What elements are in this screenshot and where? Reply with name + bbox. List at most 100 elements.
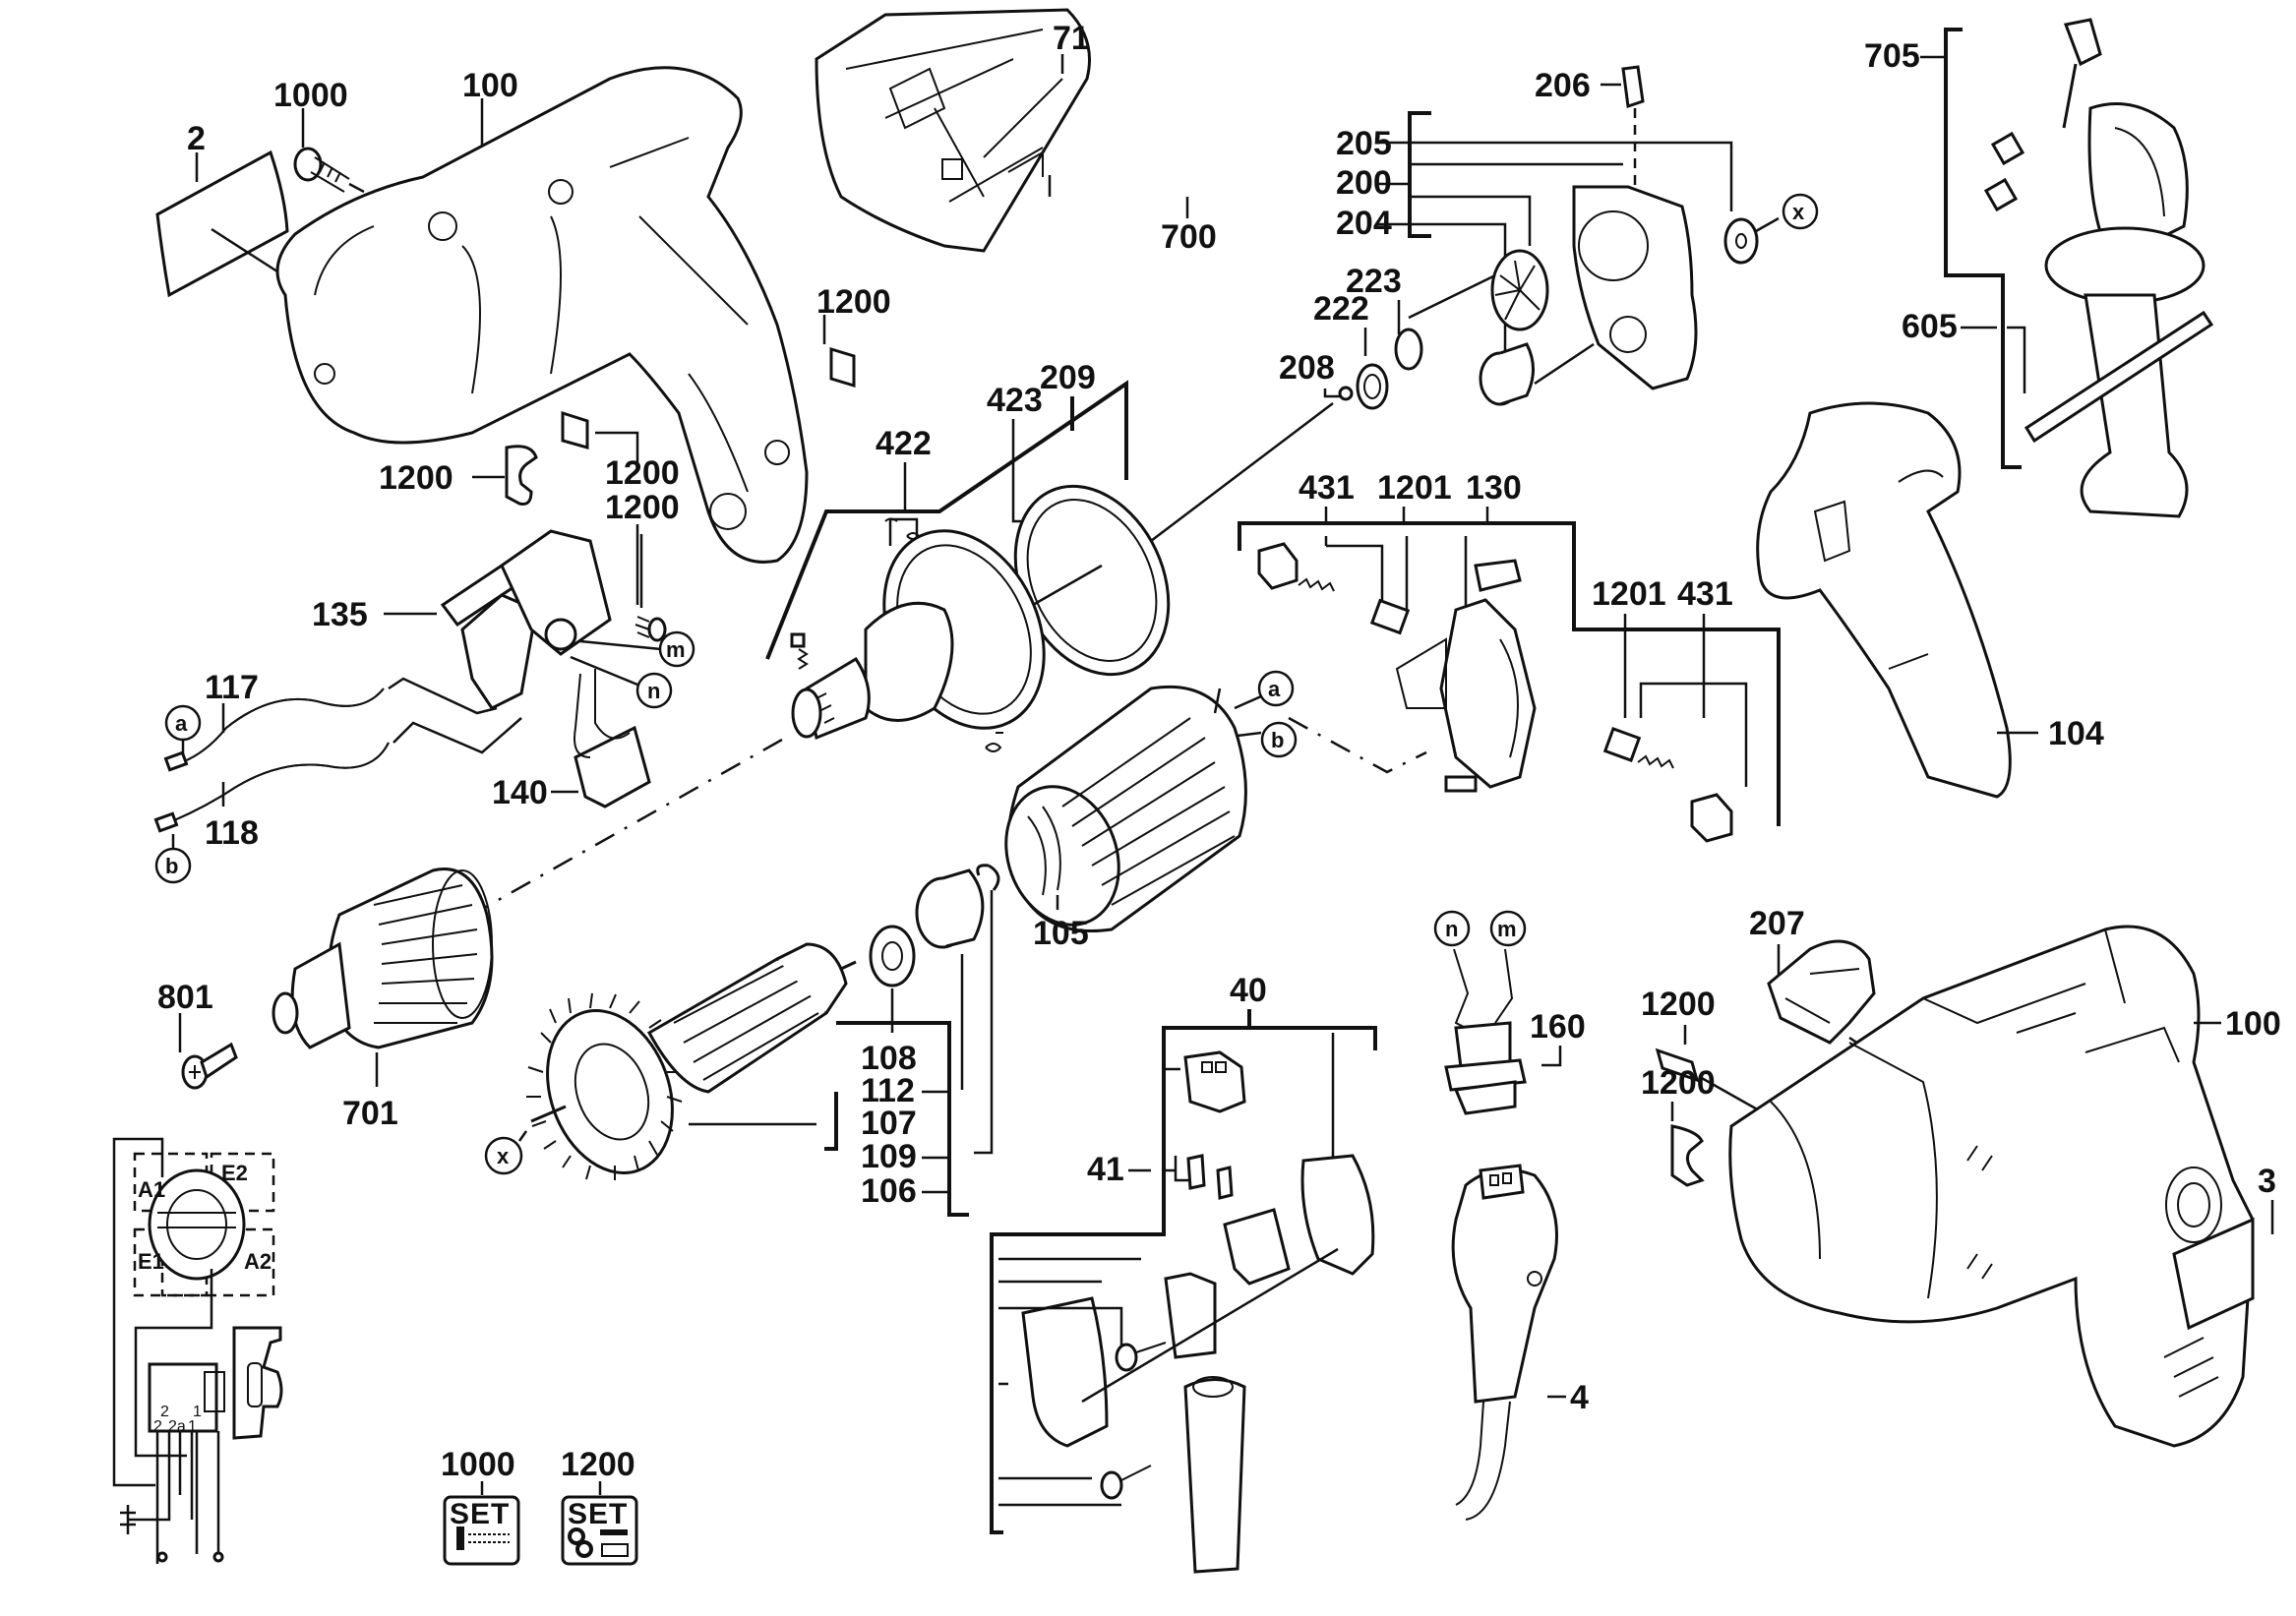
cord-plug-41 (1183, 1050, 1246, 1200)
part-label-118[interactable]: 118 (205, 814, 259, 852)
part-label-209[interactable]: 209 (1040, 359, 1096, 396)
side-handle-705 (1983, 18, 2214, 518)
part-label-71[interactable]: 71 (1053, 20, 1090, 57)
lead-118 (153, 742, 390, 833)
set-badge-1200-text: SET (568, 1498, 628, 1530)
pin-1200-top (822, 315, 856, 389)
connector-b-stator-label: b (1271, 728, 1284, 752)
part-label-40[interactable]: 40 (1230, 972, 1267, 1009)
part-label-107[interactable]: 107 (861, 1105, 917, 1142)
part-label-222[interactable]: 222 (1313, 290, 1369, 328)
part-label-701[interactable]: 701 (342, 1095, 398, 1132)
part-label-108[interactable]: 108 (861, 1040, 917, 1077)
connector-n-cord-label: n (1445, 917, 1458, 941)
set-badge-1000[interactable] (443, 1495, 520, 1566)
needle-bearing (1479, 342, 1535, 406)
pin-1200-right (1655, 1047, 1700, 1083)
part-label-135[interactable]: 135 (312, 596, 368, 633)
label-sticker-2 (155, 150, 289, 298)
part-label-112[interactable]: 112 (861, 1072, 915, 1109)
connector-b-stator (1260, 721, 1298, 758)
clutch-ring-423 (1013, 484, 1171, 677)
screw-cord-clamp-lower (1100, 1465, 1152, 1500)
suppressor-140 (574, 669, 651, 808)
connector-a-stator-label: a (1268, 677, 1281, 701)
part-label-605[interactable]: 605 (1902, 308, 1958, 345)
carbon-brush-1201-left (1369, 598, 1411, 635)
set-badge-1200[interactable] (561, 1495, 638, 1566)
connector-x-top (1782, 193, 1819, 230)
circlip-109 (976, 864, 1000, 891)
part-label-705[interactable]: 705 (1864, 37, 1920, 75)
part-label-105[interactable]: 105 (1033, 915, 1089, 952)
part-label-160[interactable]: 160 (1530, 1008, 1586, 1046)
part-label-1200-top[interactable]: 1200 (816, 283, 891, 321)
socket-160 (1444, 948, 1527, 1115)
wiring-label-E2: E2 (221, 1161, 248, 1185)
bearing-sleeve-112 (915, 868, 985, 949)
part-label-104[interactable]: 104 (2048, 715, 2104, 752)
part-label-422[interactable]: 422 (876, 425, 932, 462)
housing-half-100 (275, 66, 809, 564)
part-label-1200-mid[interactable]: 1200 (605, 454, 680, 492)
part-label-431-right[interactable]: 431 (1677, 575, 1733, 613)
part-label-3[interactable]: 3 (2258, 1163, 2276, 1200)
connector-m-switch (658, 630, 695, 668)
screw-1000 (293, 108, 365, 194)
part-label-100-right[interactable]: 100 (2225, 1005, 2281, 1043)
wiring-terminal-2-top: 2 (160, 1404, 169, 1420)
brush-cap-431-right (1690, 793, 1733, 843)
part-label-801[interactable]: 801 (157, 979, 213, 1016)
part-label-109[interactable]: 109 (861, 1138, 917, 1175)
switch-135 (440, 529, 612, 710)
part-206 (1621, 65, 1645, 192)
clip-1200-left (472, 445, 538, 506)
field-stator-105 (1004, 685, 1247, 933)
part-label-223[interactable]: 223 (1346, 263, 1402, 300)
switch-lock-207 (1767, 939, 1876, 1045)
part-label-208[interactable]: 208 (1279, 349, 1335, 387)
ball-208 (1338, 386, 1354, 401)
part-label-106[interactable]: 106 (861, 1172, 917, 1210)
part-label-423[interactable]: 423 (987, 382, 1043, 419)
small-spring-part (790, 632, 806, 648)
housing-assembled-100 (1728, 925, 2255, 1448)
part-label-700[interactable]: 700 (1161, 218, 1217, 256)
spindle-gear-assembly (791, 529, 1046, 741)
connector-n-switch-label: n (647, 679, 660, 703)
wiring-terminal-1-top: 1 (193, 1404, 202, 1420)
part-label-4[interactable]: 4 (1570, 1379, 1589, 1416)
screw-m (634, 616, 667, 642)
set-number-1200[interactable]: 1200 (561, 1446, 635, 1483)
part-label-206[interactable]: 206 (1535, 67, 1591, 104)
part-label-431-left[interactable]: 431 (1299, 469, 1355, 507)
pin-1200-mid (561, 410, 639, 462)
bearing-108 (869, 925, 916, 988)
wiring-label-A1: A1 (138, 1177, 165, 1202)
gearbox-cover-205 (1572, 185, 1698, 390)
part-label-1200-mid2[interactable]: 1200 (605, 489, 680, 526)
handle-104 (1756, 401, 2012, 799)
connector-m-cord (1489, 910, 1527, 947)
part-label-1201-left[interactable]: 1201 (1377, 469, 1452, 507)
part-label-117[interactable]: 117 (205, 669, 259, 706)
connector-m-switch-label: m (666, 637, 686, 662)
part-label-1201-right[interactable]: 1201 (1592, 575, 1666, 613)
part-label-1200-right-pin[interactable]: 1200 (1641, 986, 1716, 1023)
part-label-140[interactable]: 140 (492, 774, 548, 811)
part-label-207[interactable]: 207 (1749, 905, 1805, 942)
part-label-2[interactable]: 2 (187, 120, 206, 157)
chuck-701 (272, 868, 494, 1049)
part-label-100-left[interactable]: 100 (462, 67, 518, 104)
part-label-41[interactable]: 41 (1087, 1151, 1124, 1188)
bevel-gear-204 (1490, 249, 1549, 331)
part-label-1200-right-clip[interactable]: 1200 (1641, 1064, 1716, 1102)
spring-222 (1356, 363, 1389, 410)
part-label-1000[interactable]: 1000 (273, 77, 348, 114)
armature-107 (526, 942, 857, 1180)
washer-223 (1394, 328, 1423, 371)
set-number-1000[interactable]: 1000 (441, 1446, 515, 1483)
part-label-1200-clip[interactable]: 1200 (379, 459, 453, 497)
part-label-130[interactable]: 130 (1466, 469, 1522, 507)
